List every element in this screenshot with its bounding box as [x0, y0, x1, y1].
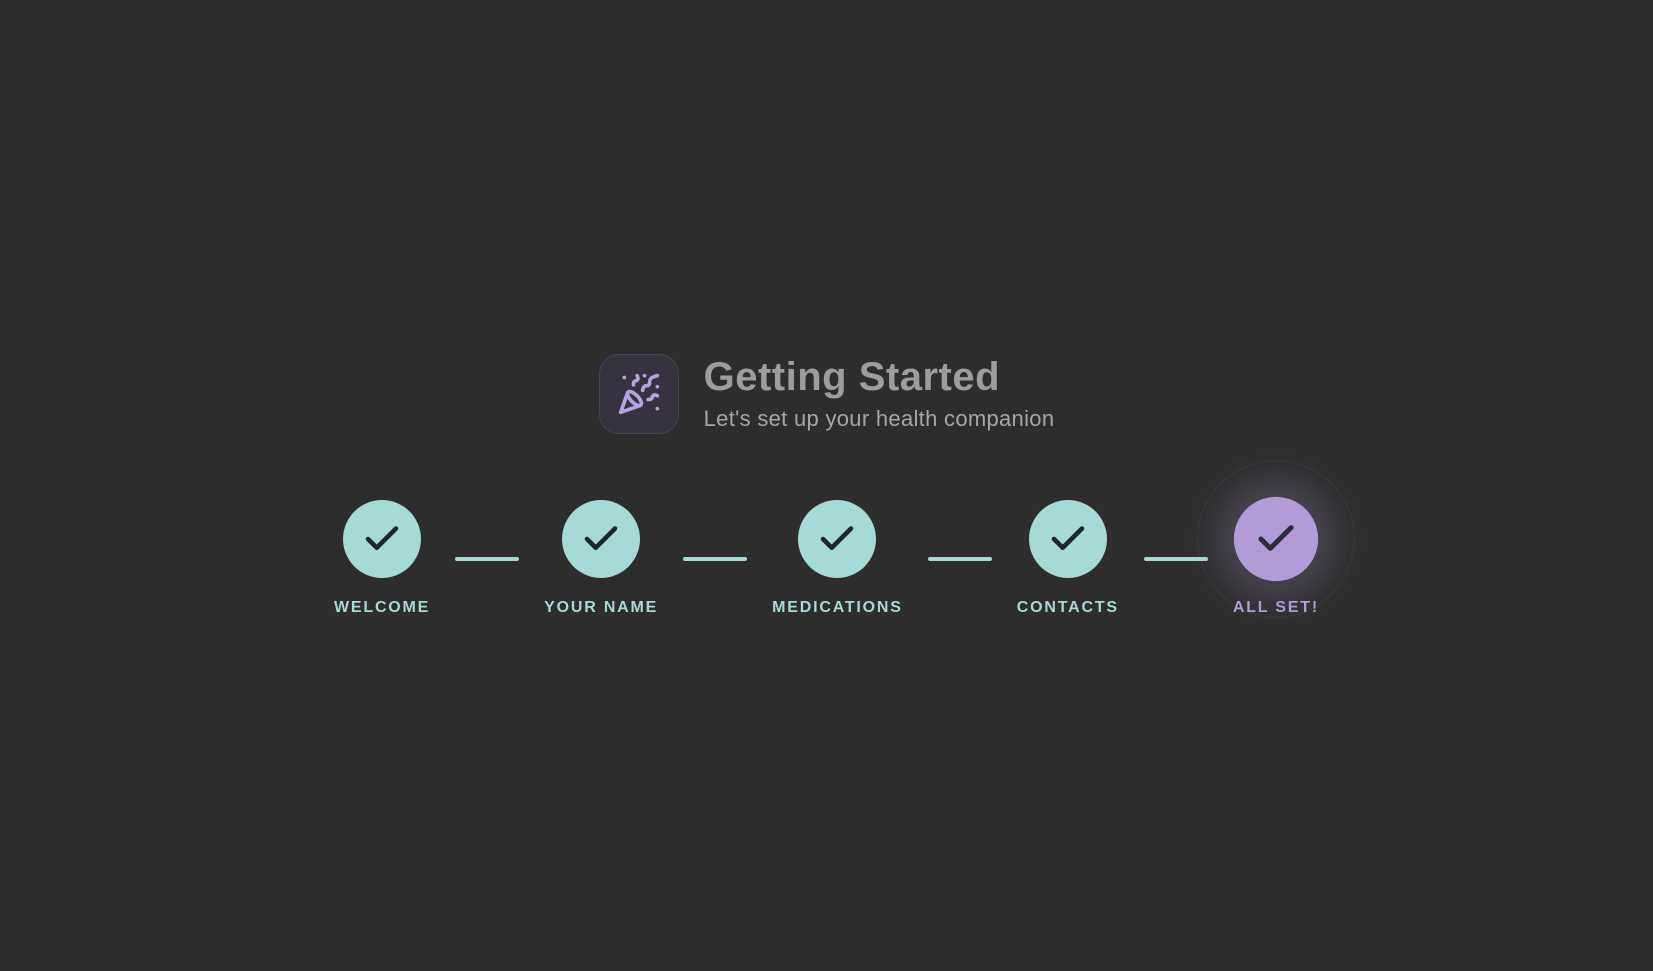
- check-icon: [584, 526, 618, 550]
- step-label: YOUR NAME: [544, 598, 659, 616]
- check-icon: [1051, 526, 1085, 550]
- check-icon: [821, 526, 854, 550]
- step-contacts[interactable]: CONTACTS: [1016, 499, 1119, 617]
- header-text: Getting Started Let's set up your health…: [704, 355, 1055, 432]
- step-connector: [683, 556, 748, 561]
- step-circle: [343, 499, 422, 578]
- step-circle: [1028, 499, 1107, 578]
- header: Getting Started Let's set up your health…: [598, 353, 1055, 434]
- step-connector: [1143, 556, 1208, 561]
- step-medications[interactable]: MEDICATIONS: [772, 499, 903, 617]
- stepper: WELCOME YOUR NAME MEDICATIONS CONTACTS: [334, 460, 1355, 618]
- step-connector: [927, 556, 992, 561]
- page-title: Getting Started: [703, 355, 1001, 400]
- step-label: ALL SET!: [1232, 598, 1319, 616]
- check-icon: [1258, 525, 1294, 551]
- step-welcome[interactable]: WELCOME: [334, 499, 431, 617]
- app-icon: [598, 353, 679, 434]
- step-label: MEDICATIONS: [772, 598, 903, 616]
- step-circle: [562, 499, 641, 578]
- step-label: WELCOME: [334, 598, 431, 616]
- step-circle: [798, 499, 877, 578]
- step-label: CONTACTS: [1016, 598, 1119, 616]
- party-popper-icon: [618, 373, 659, 415]
- step-circle: [1197, 460, 1355, 618]
- step-connector: [455, 556, 520, 561]
- check-icon: [365, 526, 399, 550]
- step-all-set[interactable]: ALL SET!: [1197, 460, 1355, 618]
- step-your-name[interactable]: YOUR NAME: [544, 499, 659, 617]
- page-subtitle: Let's set up your health companion: [703, 406, 1055, 432]
